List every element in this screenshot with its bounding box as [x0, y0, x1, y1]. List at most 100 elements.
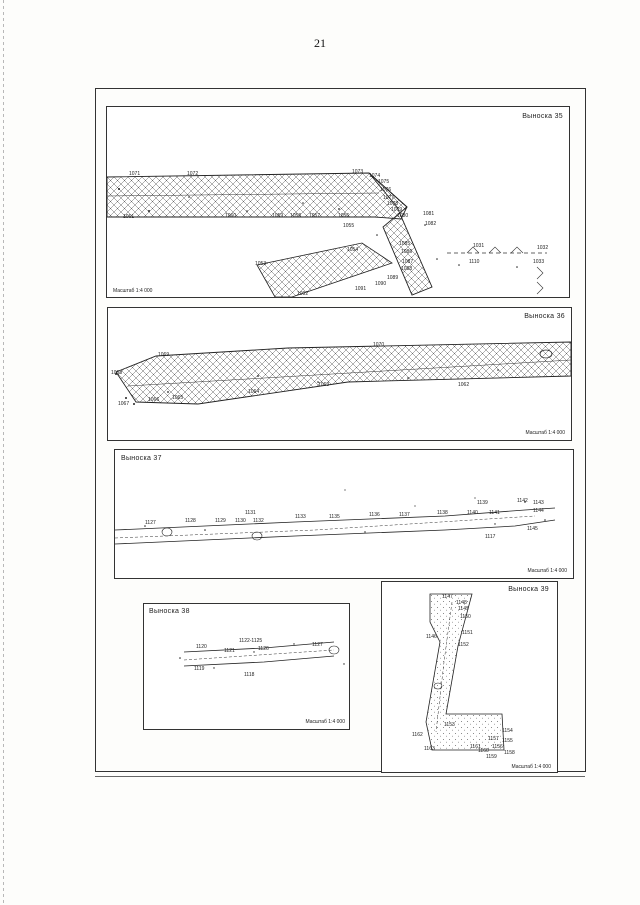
point-label: 1139 [477, 500, 488, 506]
point-label: 1154 [502, 728, 513, 734]
point-label: 1056 [338, 213, 349, 219]
l-shape-39 [425, 593, 505, 751]
corridor-36 [115, 341, 571, 405]
point-label: 1086 [401, 249, 412, 255]
point-label: 1138 [437, 510, 448, 516]
scale-label: Масштаб 1:4 000 [305, 719, 345, 725]
scale-label: Масштаб 1:4 000 [511, 764, 551, 770]
point-label: 1133 [295, 514, 306, 520]
point-label: 1087 [402, 259, 413, 265]
road-38-bottom [183, 655, 335, 667]
point-label: 1156 [492, 744, 503, 750]
point-label: 1054 [347, 247, 358, 253]
point-label: 1081 [423, 211, 434, 217]
point-label: 1121 [224, 648, 235, 654]
point-label: 1151 [462, 630, 473, 636]
point-label: 1158 [504, 750, 515, 756]
point-label: 1073 [352, 169, 363, 175]
road-37-bottom [115, 519, 556, 545]
point-label: 1145 [527, 526, 538, 532]
point-label: 1080 [397, 213, 408, 219]
panel-39-drawing: 1147 1148 1149 1150 1151 1152 1146 1153 … [412, 593, 515, 760]
scale-label: Масштаб 1:4 000 [525, 430, 565, 436]
point-label: 1079 [391, 207, 402, 213]
callout-panel-39: 1147 1148 1149 1150 1151 1152 1146 1153 … [381, 581, 558, 773]
point-label: 1061 [123, 214, 134, 220]
point-label: 1127 [145, 520, 156, 526]
point-label: 1067 [118, 401, 129, 407]
point-label: 1090 [375, 281, 386, 287]
point-label: 1157 [488, 736, 499, 742]
point-label: 1129 [215, 518, 226, 524]
point-label: 1162 [412, 732, 423, 738]
point-label: 1122-1125 [239, 638, 262, 644]
point-label: 1127 [312, 642, 323, 648]
panel-37-drawing: 1127 1128 1129 1130 1131 1132 1133 1135 … [115, 489, 556, 545]
callout-panel-35: 1071 1072 1073 1074 1075 1076 1077 1078 … [106, 106, 570, 298]
callout-title: Выноска 35 [522, 113, 563, 120]
corridor-branch [368, 172, 433, 296]
panel-36-drawing: 1068 1069 1070 1067 1066 1065 1064 1063 … [111, 341, 571, 407]
point-label: 1060 [225, 213, 236, 219]
scale-label: Масштаб 1:4 000 [527, 568, 567, 574]
point-label: 1077 [383, 195, 394, 201]
callout-title: Выноска 36 [524, 313, 565, 320]
point-label: 1163 [424, 746, 435, 752]
point-label: 1053 [255, 261, 266, 267]
page-edge [3, 0, 4, 905]
point-label: 1117 [485, 534, 496, 540]
point-label: 1062 [458, 382, 469, 388]
panel-35-drawing: 1071 1072 1073 1074 1075 1076 1077 1078 … [107, 169, 548, 297]
frame-bottom-line [95, 776, 585, 777]
page-number: 21 [314, 36, 326, 50]
point-label: 1161 [470, 744, 481, 750]
point-label: 1153 [444, 722, 455, 728]
point-label: 1119 [194, 666, 205, 672]
panel-38-drawing: 1120 1121 1122-1125 1126 1127 1119 1118 [179, 638, 345, 678]
point-label: 1142 [517, 498, 528, 504]
point-label: 1057 [309, 213, 320, 219]
point-label: 1074 [369, 173, 380, 179]
point-label: 1136 [369, 512, 380, 518]
point-label: 1055 [343, 223, 354, 229]
drawing-frame [95, 88, 586, 772]
point-label: 1078 [387, 201, 398, 207]
point-label: 1155 [502, 738, 513, 744]
point-label: 1091 [355, 286, 366, 292]
point-label: 1058 [290, 213, 301, 219]
point-label: 1071 [129, 171, 140, 177]
scale-label: Масштаб 1:4 000 [113, 288, 153, 294]
point-label: 1128 [185, 518, 196, 524]
point-label: 1159 [486, 754, 497, 760]
point-label: 1118 [244, 672, 255, 678]
point-label: 1140 [467, 510, 478, 516]
point-label: 1092 [297, 291, 308, 297]
point-label: 1130 [235, 518, 246, 524]
point-label: 1031 [473, 243, 484, 249]
point-label: 1059 [272, 213, 283, 219]
point-label: 1143 [533, 500, 544, 506]
point-label: 1146 [426, 634, 437, 640]
point-label: 1069 [158, 352, 169, 358]
callout-title: Выноска 37 [121, 455, 162, 462]
point-label: 1137 [399, 512, 410, 518]
callout-panel-37: 1127 1128 1129 1130 1131 1132 1133 1135 … [114, 449, 574, 579]
road-37-top [115, 507, 556, 531]
point-label: 1149 [458, 606, 469, 612]
point-label: 1148 [456, 600, 467, 606]
point-label: 1072 [187, 171, 198, 177]
point-label: 1066 [148, 397, 159, 403]
corridor-branch-2 [256, 242, 393, 297]
callout-panel-38: 1120 1121 1122-1125 1126 1127 1119 1118 … [143, 603, 350, 730]
point-label: 1088 [401, 266, 412, 272]
point-label: 1068 [111, 370, 122, 376]
corridor-main [107, 172, 408, 220]
callout-title: Выноска 38 [149, 608, 190, 615]
point-label: 1131 [245, 510, 256, 516]
point-label: 1150 [460, 614, 471, 620]
point-label: 1110 [469, 259, 480, 265]
point-label: 1132 [253, 518, 264, 524]
point-label: 1063 [318, 382, 329, 388]
point-label: 1126 [258, 646, 269, 652]
point-label: 1085 [399, 241, 410, 247]
